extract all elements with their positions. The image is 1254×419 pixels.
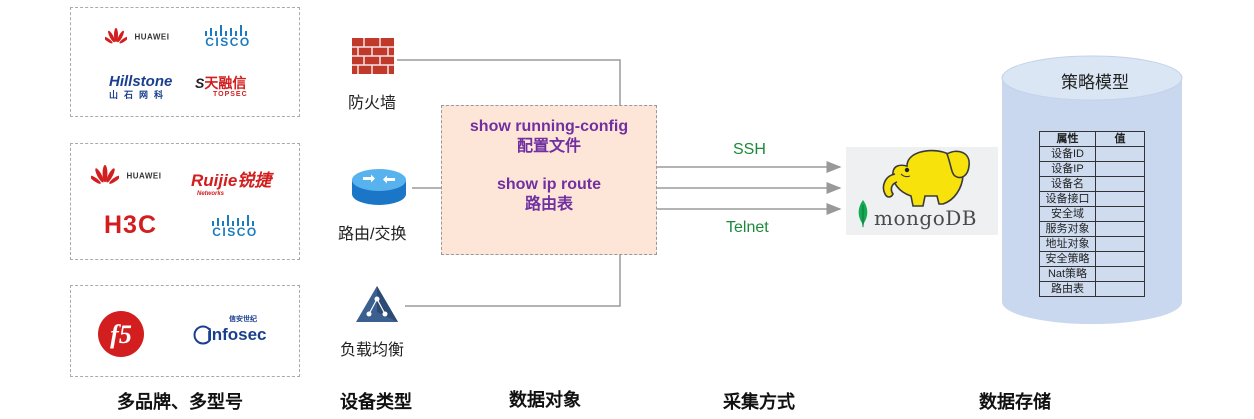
device-label-router: 路由/交换 [338,226,407,243]
cisco-text: CISCO [212,225,258,239]
firewall-icon [352,38,394,74]
huawei-text: HUAWEI [126,171,162,181]
attribute-cell: 安全策略 [1039,251,1096,267]
table-header-row: 属性 值 [1039,131,1145,147]
loadbalancer-connector [405,255,621,307]
load-balancer-icon [356,286,398,322]
topsec-logo: S天融信 TOPSEC [195,76,248,99]
ruijie-sub-text: Networks [197,191,225,197]
value-cell [1095,206,1145,222]
column-label-data-objects: 数据对象 [509,390,581,410]
data-object-desc-1: 配置文件 [516,138,581,155]
brand-group-1: HUAWEI CISCO Hillstone 山石网科 S天融信 TOPSEC [70,7,300,117]
device-label-firewall: 防火墙 [348,95,397,112]
value-cell [1095,146,1145,162]
table-row: 设备ID [1039,146,1145,162]
cisco-text: CISCO [205,35,251,49]
cisco-logo: CISCO [211,215,259,238]
infosec-circle-icon [193,325,211,345]
infosec-cn-text: 信安世纪 [229,316,257,323]
ruijie-text: Ruijie锐捷 [191,171,272,190]
attribute-cell: 地址对象 [1039,236,1096,252]
table-row: 设备接口 [1039,191,1145,207]
data-object-desc-2: 路由表 [524,196,573,213]
hillstone-logo: Hillstone 山石网科 [109,74,172,101]
huawei-logo: HUAWEI [91,165,161,187]
table-row: 地址对象 [1039,236,1145,252]
topsec-cn-text: S天融信 [195,75,247,91]
policy-model-title: 策略模型 [1061,73,1129,92]
data-object-cmd-2: show ip route [497,176,601,193]
topsec-s-icon: S [195,75,205,91]
value-cell [1095,191,1145,207]
brand-group-3: f5 信安世纪 infosec [70,285,300,377]
mongodb-leaf-icon [858,200,868,228]
column-label-device-types: 设备类型 [340,392,412,412]
attribute-cell: 安全域 [1039,206,1096,222]
attribute-cell: 设备名 [1039,176,1096,192]
device-label-loadbalancer: 负载均衡 [340,342,405,359]
attribute-cell: Nat策略 [1039,266,1096,282]
h3c-logo: H3C [104,211,158,239]
value-cell [1095,176,1145,192]
infosec-logo: 信安世纪 infosec [193,316,267,351]
f5-logo: f5 [97,310,145,363]
table-row: Nat策略 [1039,266,1145,282]
hillstone-text: Hillstone [109,73,173,90]
value-cell [1095,221,1145,237]
value-cell [1095,236,1145,252]
huawei-petal-icon [91,165,119,184]
attribute-cell: 路由表 [1039,281,1096,297]
cisco-logo: CISCO [204,25,252,48]
value-cell [1095,281,1145,297]
table-row: 服务对象 [1039,221,1145,237]
protocol-ssh: SSH [733,141,766,158]
column-label-storage: 数据存储 [979,392,1051,412]
value-cell [1095,161,1145,177]
huawei-logo: HUAWEI [105,28,169,46]
f5-badge-icon: f5 [98,311,144,357]
svg-text:f5: f5 [110,320,132,349]
table-row: 设备名 [1039,176,1145,192]
huawei-petal-icon [105,28,127,44]
topsec-en-text: TOPSEC [213,91,248,98]
mongodb-label: mongoDB [874,206,977,230]
table-row: 设备IP [1039,161,1145,177]
ruijie-logo: Ruijie锐捷 Networks [191,166,271,197]
data-object-cmd-1: show running-config [469,118,629,135]
attribute-cell: 设备接口 [1039,191,1096,207]
column-label-brands: 多品牌、多型号 [117,392,243,412]
value-cell [1095,251,1145,267]
infosec-en-text: infosec [207,325,267,344]
table-header-value: 值 [1095,131,1145,147]
hadoop-elephant-icon [882,149,970,207]
attribute-cell: 服务对象 [1039,221,1096,237]
cisco-bars-icon [205,25,247,36]
firewall-connector [397,59,621,105]
value-cell [1095,266,1145,282]
hillstone-cn-text: 山石网科 [109,90,170,100]
table-header-attr: 属性 [1039,131,1096,147]
router-icon [352,169,406,205]
brand-group-2: HUAWEI Ruijie锐捷 Networks H3C CISCO [70,143,300,260]
protocol-telnet: Telnet [726,219,769,236]
cisco-bars-icon [212,215,254,226]
data-object-box: show running-config 配置文件 show ip route 路… [441,105,657,255]
table-row: 安全策略 [1039,251,1145,267]
table-row: 路由表 [1039,281,1145,297]
attribute-cell: 设备ID [1039,146,1096,162]
column-label-collection: 采集方式 [723,392,795,412]
attribute-cell: 设备IP [1039,161,1096,177]
attribute-table: 属性 值 设备ID 设备IP 设备名 设备接口 安全域 服务对象 地址对象 安全… [1039,131,1145,297]
huawei-text: HUAWEI [134,32,170,42]
table-row: 安全域 [1039,206,1145,222]
